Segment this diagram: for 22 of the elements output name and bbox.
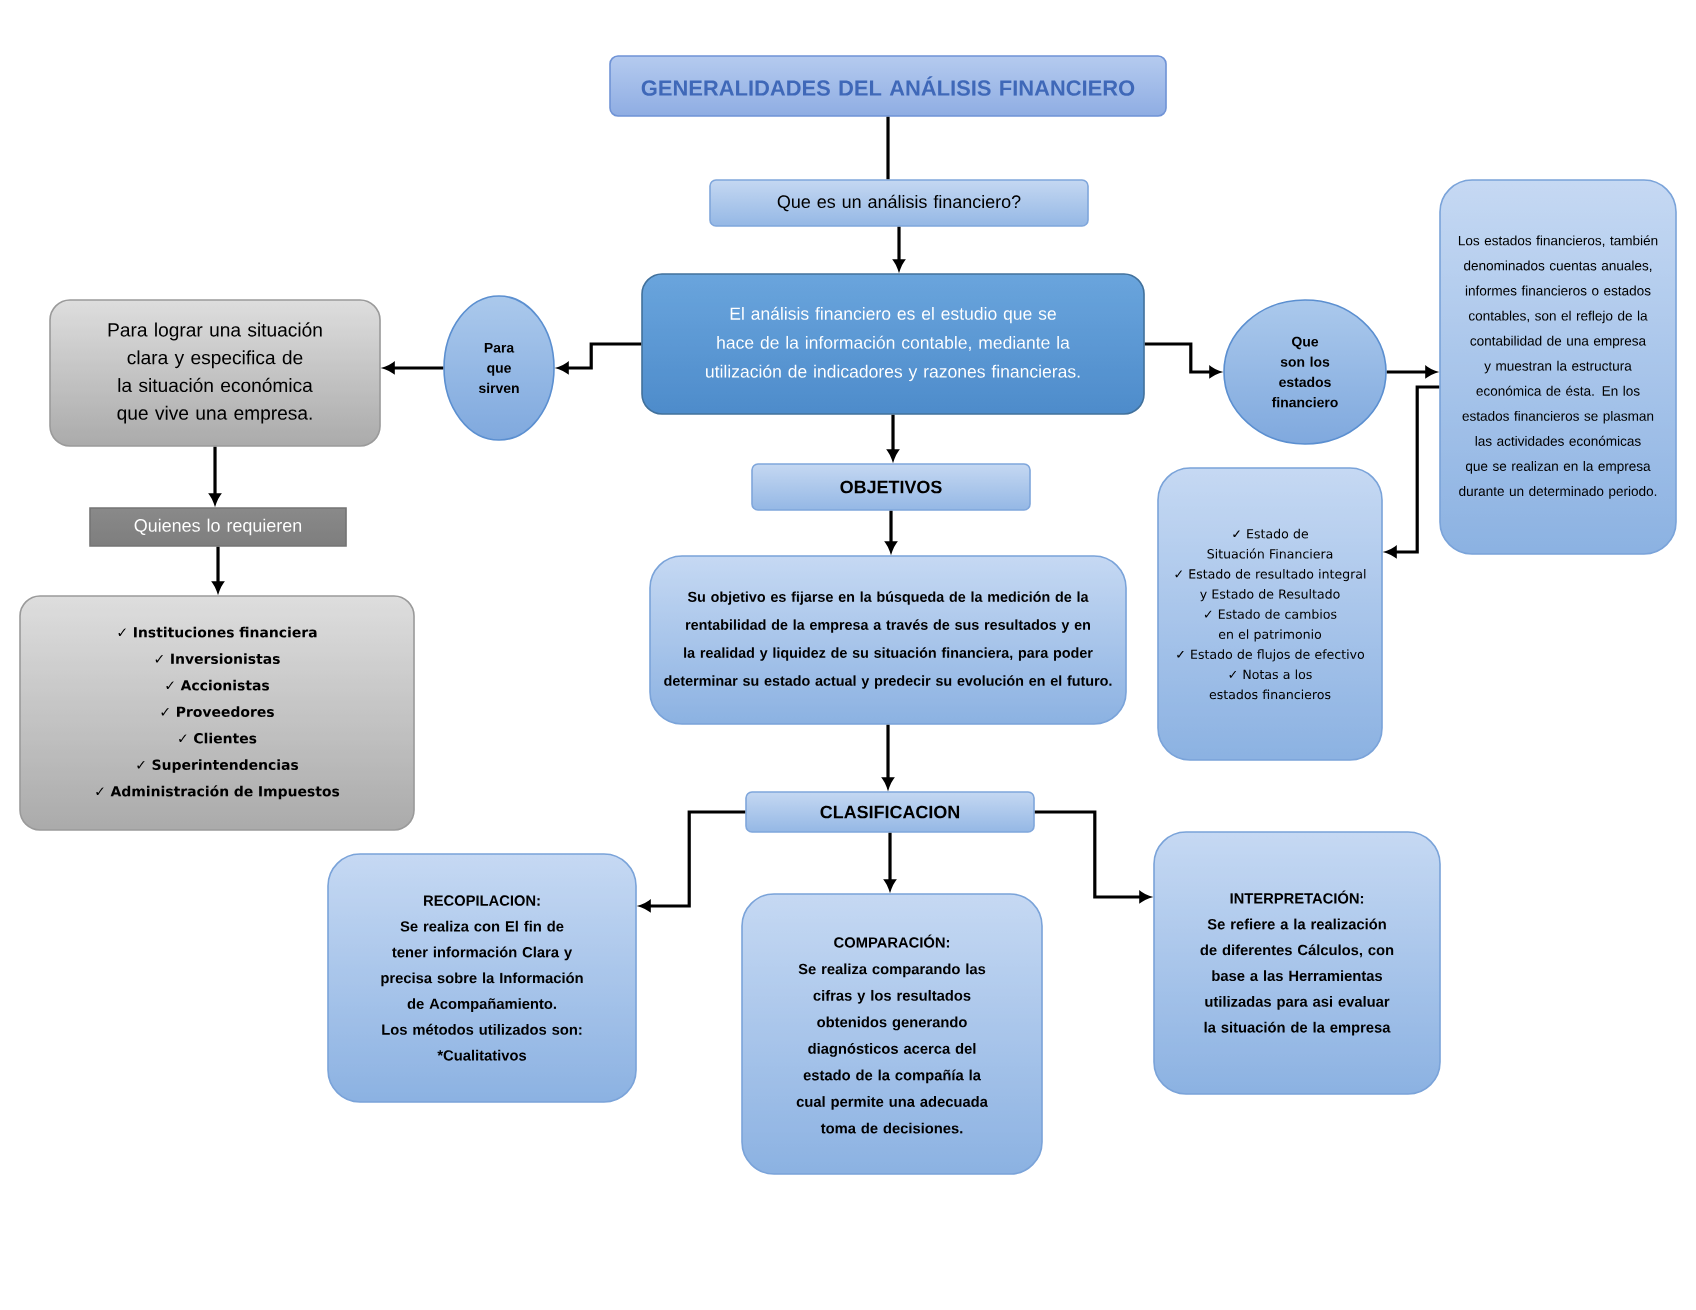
arrow — [893, 226, 905, 271]
arrow — [212, 546, 224, 593]
heading-bar: Quienes lo requieren — [89, 507, 347, 547]
arrow — [885, 510, 897, 553]
arrow — [1144, 342, 1221, 378]
purpose-box: Para lograr una situación clara y especifica de la situación económica que vive una empresa. — [49, 299, 381, 447]
arrow — [882, 724, 894, 789]
connector-line — [886, 116, 890, 180]
arrow — [209, 446, 221, 505]
arrow — [1385, 385, 1440, 558]
arrow — [1386, 366, 1437, 378]
arrow — [1034, 810, 1151, 903]
arrow — [557, 342, 642, 374]
definition-box: El análisis financiero es el estudio que se hace de la información contable, mediante la utilización de indicadores y razones financieras. — [641, 273, 1145, 415]
title-banner: GENERALIDADES DEL ANÁLISIS FINANCIERO — [609, 55, 1167, 117]
heading-box: CLASIFICACION — [745, 791, 1035, 833]
arrow — [639, 810, 746, 912]
heading-box: OBJETIVOS — [751, 463, 1031, 511]
arrow — [887, 414, 899, 461]
arrow — [884, 832, 896, 891]
arrow — [383, 362, 444, 374]
question-box: Que es un análisis financiero? — [709, 179, 1089, 227]
